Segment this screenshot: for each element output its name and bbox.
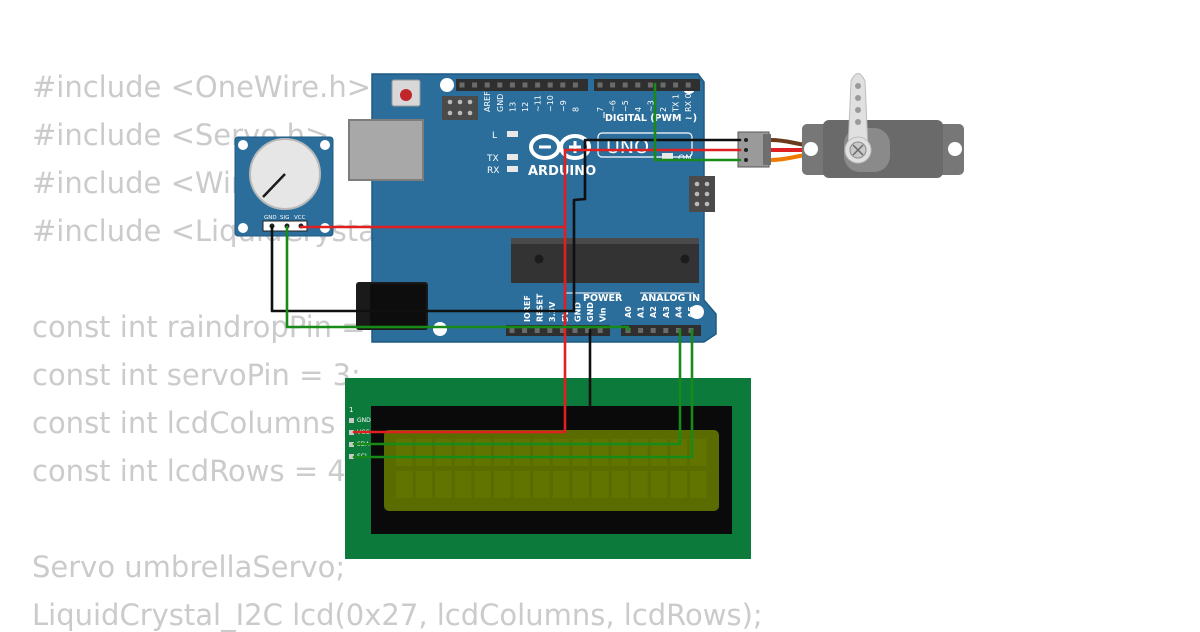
analog-pin-label: A3: [662, 306, 671, 318]
servo-connector: [737, 131, 771, 168]
lcd-pin-gnd: GND: [357, 417, 371, 424]
usb-port: [348, 119, 424, 181]
lcd-screen: [384, 430, 719, 511]
analog-pin-label: A1: [637, 306, 646, 318]
power-pin-label: GND: [573, 302, 582, 322]
mount-hole: [238, 140, 248, 150]
analog-pin-label: A4: [674, 306, 683, 318]
wire-servo-signal: [653, 82, 742, 162]
wire-lcd-vcc: [352, 328, 567, 434]
analog-pin-label: A2: [649, 306, 658, 318]
analog-label: ANALOG IN: [641, 293, 700, 304]
servo-body: [802, 120, 964, 178]
mount-hole: [238, 223, 248, 233]
digital-pin-label: GND: [496, 94, 505, 112]
power-header: [506, 325, 610, 336]
servo-horn-icon: [844, 73, 872, 164]
knob-pointer: [262, 173, 286, 198]
led-rx: [507, 166, 518, 172]
wire-servo-vcc: [563, 148, 742, 229]
analog-pin-label: A5: [687, 306, 696, 318]
sensor-pin-sig: SIG: [280, 215, 289, 221]
servo-motor[interactable]: [737, 73, 964, 179]
power-pin-label: GND: [586, 302, 595, 322]
wire-sensor-gnd: [270, 197, 587, 313]
wire-lcd-scl: [352, 328, 694, 459]
reset-button-cap: [400, 89, 412, 101]
digital-pin-label: ~6: [609, 100, 618, 112]
mount-hole: [433, 322, 447, 336]
digital-pin-label: 8: [571, 107, 580, 112]
digital-pin-label: ~3: [646, 100, 655, 112]
sensor-pin-vcc: VCC: [294, 215, 306, 221]
digital-pin-label: ~5: [621, 100, 630, 112]
digital-pin-label: 7: [596, 107, 605, 112]
power-pin-label: IOREF: [523, 295, 532, 322]
digital-pin-label: AREF: [483, 91, 492, 112]
lcd-character-grid: [396, 439, 707, 498]
digital-pin-label: TX 1: [672, 94, 681, 113]
power-pin-label: RESET: [536, 293, 545, 322]
raindrop-sensor-module[interactable]: GND SIG VCC: [234, 136, 334, 237]
power-pin-label: Vin: [599, 307, 608, 322]
lcd-i2c-display[interactable]: 1 GND VCC SDA SCL: [345, 378, 751, 559]
led-tx: [507, 154, 518, 160]
code-line: LiquidCrystal_I2C lcd(0x27, lcdColumns, …: [32, 598, 763, 632]
lcd-pin-index: 1: [349, 406, 353, 414]
code-line: Servo umbrellaServo;: [32, 550, 346, 584]
mount-hole: [690, 305, 704, 319]
wire-servo-gnd: [583, 138, 742, 201]
arduino-logo-text: ARDUINO: [528, 164, 596, 179]
uno-badge: [597, 132, 693, 158]
digital-label: DIGITAL (PWM ~): [605, 113, 697, 124]
led-on: [662, 153, 673, 160]
icsp2-header: [689, 176, 715, 212]
digital-pin-label: 12: [521, 102, 530, 112]
power-label: POWER: [583, 293, 623, 304]
power-jack: [356, 282, 428, 330]
digital-pin-label: 13: [508, 102, 517, 112]
digital-pin-label: ~11: [534, 95, 543, 112]
led-label-rx: RX: [487, 166, 499, 176]
digital-pin-label: 2: [659, 107, 668, 112]
wire-lcd-sda: [352, 328, 682, 446]
led-l: [507, 131, 518, 137]
mount-hole: [440, 78, 454, 92]
atmega-chip: [511, 238, 699, 283]
uno-model: UNO: [606, 136, 649, 158]
sensor-pin-gnd: GND: [264, 215, 277, 221]
code-line: #include <OneWire.h>: [32, 70, 372, 104]
led-label-tx: TX: [486, 154, 499, 164]
analog-pin-label: A0: [624, 306, 633, 318]
digital-pin-label: ~9: [559, 100, 568, 112]
digital-pin-label: 4: [634, 107, 643, 112]
wire-sensor-sig: [285, 225, 630, 332]
led-label-l: L: [492, 131, 497, 141]
analog-header: [621, 325, 701, 336]
mount-hole: [320, 140, 330, 150]
digital-pin-label: RX 0: [684, 93, 693, 112]
digital-pin-label: ~10: [546, 95, 555, 112]
code-line: const int servoPin = 3;: [32, 358, 361, 392]
icsp-header: [442, 96, 478, 120]
wires: [270, 82, 742, 459]
